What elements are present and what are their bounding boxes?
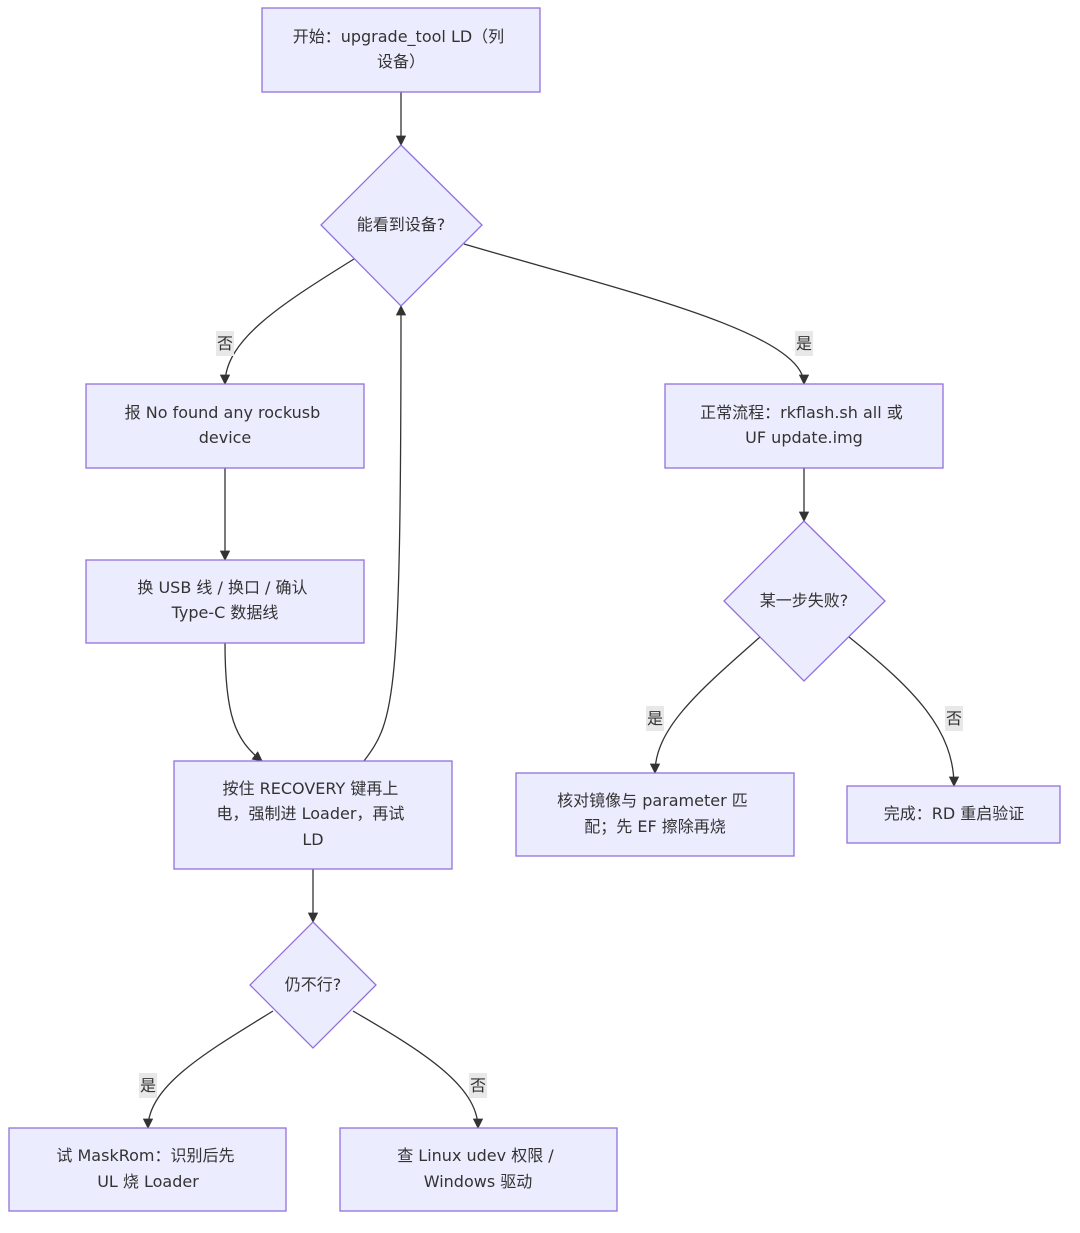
edge-still-fail-to-udev bbox=[352, 1010, 484, 1130]
label-can-see-yes: 是 bbox=[796, 334, 812, 353]
node-check-image: 核对镜像与 parameter 匹 配；先 EF 擦除再烧 bbox=[515, 772, 795, 857]
node-start-line-2: 设备） bbox=[377, 52, 425, 71]
node-check-image-line-1: 核对镜像与 parameter 匹 bbox=[557, 791, 748, 810]
node-normal-flow: 正常流程：rkflash.sh all 或 UF update.img bbox=[664, 383, 944, 469]
node-normal-flow-line-2: UF update.img bbox=[745, 428, 863, 447]
edge-step-fail-to-check-image bbox=[649, 636, 761, 775]
svg-text:按住 RECOVERY 键再上 电，强制进 Lo: 按住 RECOVERY 键再上 电，强制进 Loader，再试 LD bbox=[217, 779, 410, 849]
node-recovery: 按住 RECOVERY 键再上 电，强制进 Loader，再试 LD bbox=[173, 760, 453, 870]
label-still-fail-yes: 是 bbox=[140, 1076, 156, 1095]
svg-text:正常流程：rkflash.sh all 或 UF: 正常流程：rkflash.sh all 或 UF update.img bbox=[700, 403, 908, 447]
node-no-found-line-2: device bbox=[199, 428, 252, 447]
edge-decision-to-normal-flow bbox=[463, 243, 810, 386]
edge-step-fail-to-done bbox=[848, 636, 960, 788]
label-step-fail-no: 否 bbox=[946, 709, 962, 728]
node-step-fail-line-1: 某一步失败? bbox=[760, 591, 849, 610]
node-still-fail: 仍不行? bbox=[249, 921, 377, 1049]
node-start-line-1: 开始：upgrade_tool LD（列 bbox=[293, 27, 504, 47]
svg-text:报 No found any rockusb d: 报 No found any rockusb device bbox=[125, 403, 326, 447]
node-no-found-line-1: 报 No found any rockusb bbox=[125, 403, 321, 422]
svg-text:核对镜像与 parameter 匹 配；先 EF: 核对镜像与 parameter 匹 配；先 EF 擦除再烧 bbox=[557, 791, 753, 836]
svg-text:换 USB 线 / 换口 / 确认 Type-C: 换 USB 线 / 换口 / 确认 Type-C 数据线 bbox=[137, 578, 312, 622]
node-udev-line-1: 查 Linux udev 权限 / bbox=[397, 1146, 554, 1165]
edges bbox=[142, 92, 960, 1130]
edge-still-fail-to-maskrom bbox=[142, 1010, 274, 1130]
node-no-found: 报 No found any rockusb device bbox=[85, 383, 365, 469]
node-recovery-line-2: 电，强制进 Loader，再试 bbox=[217, 804, 405, 823]
label-can-see-no: 否 bbox=[217, 334, 233, 353]
node-udev: 查 Linux udev 权限 / Windows 驱动 bbox=[339, 1127, 618, 1212]
svg-text:能看到设备?: 能看到设备? bbox=[357, 215, 446, 234]
edge-change-usb-to-recovery bbox=[224, 642, 263, 762]
node-check-image-line-2: 配；先 EF 擦除再烧 bbox=[584, 817, 726, 836]
node-start: 开始：upgrade_tool LD（列 设备） bbox=[261, 7, 541, 93]
node-done-line-1: 完成：RD 重启验证 bbox=[884, 804, 1025, 823]
label-step-fail-yes: 是 bbox=[647, 709, 663, 728]
node-still-fail-line-1: 仍不行? bbox=[285, 975, 342, 994]
label-still-fail-no: 否 bbox=[470, 1076, 486, 1095]
node-can-see-device: 能看到设备? bbox=[320, 144, 483, 307]
node-maskrom: 试 MaskRom：识别后先 UL 烧 Loader bbox=[8, 1127, 287, 1212]
node-change-usb: 换 USB 线 / 换口 / 确认 Type-C 数据线 bbox=[85, 559, 365, 644]
node-maskrom-line-1: 试 MaskRom：识别后先 bbox=[56, 1146, 234, 1165]
node-change-usb-line-1: 换 USB 线 / 换口 / 确认 bbox=[137, 578, 307, 597]
edge-decision-to-no-found bbox=[219, 258, 355, 386]
node-udev-line-2: Windows 驱动 bbox=[424, 1172, 533, 1191]
node-done: 完成：RD 重启验证 bbox=[846, 785, 1061, 844]
node-maskrom-line-2: UL 烧 Loader bbox=[97, 1172, 199, 1191]
node-recovery-line-3: LD bbox=[302, 830, 323, 849]
node-change-usb-line-2: Type-C 数据线 bbox=[171, 603, 279, 622]
node-recovery-line-1: 按住 RECOVERY 键再上 bbox=[223, 779, 399, 798]
svg-text:完成：RD 重启验证: 完成：RD 重启验证 bbox=[884, 804, 1025, 823]
svg-text:仍不行?: 仍不行? bbox=[285, 975, 342, 994]
svg-text:开始：upgrade_tool LD（列 设备）: 开始：upgrade_tool LD（列 设备） bbox=[293, 27, 510, 71]
node-step-fail: 某一步失败? bbox=[723, 520, 886, 682]
node-normal-flow-line-1: 正常流程：rkflash.sh all 或 bbox=[700, 403, 903, 422]
edge-recovery-to-decision bbox=[363, 304, 407, 762]
svg-text:试 MaskRom：识别后先 UL 烧 Load: 试 MaskRom：识别后先 UL 烧 Loader bbox=[56, 1146, 239, 1191]
svg-text:某一步失败?: 某一步失败? bbox=[760, 591, 849, 610]
node-can-see-device-line-1: 能看到设备? bbox=[357, 215, 446, 234]
edge-labels: 否 是 是 否 是 否 bbox=[139, 331, 963, 1098]
svg-text:查 Linux udev 权限 / Window: 查 Linux udev 权限 / Windows 驱动 bbox=[397, 1146, 559, 1191]
